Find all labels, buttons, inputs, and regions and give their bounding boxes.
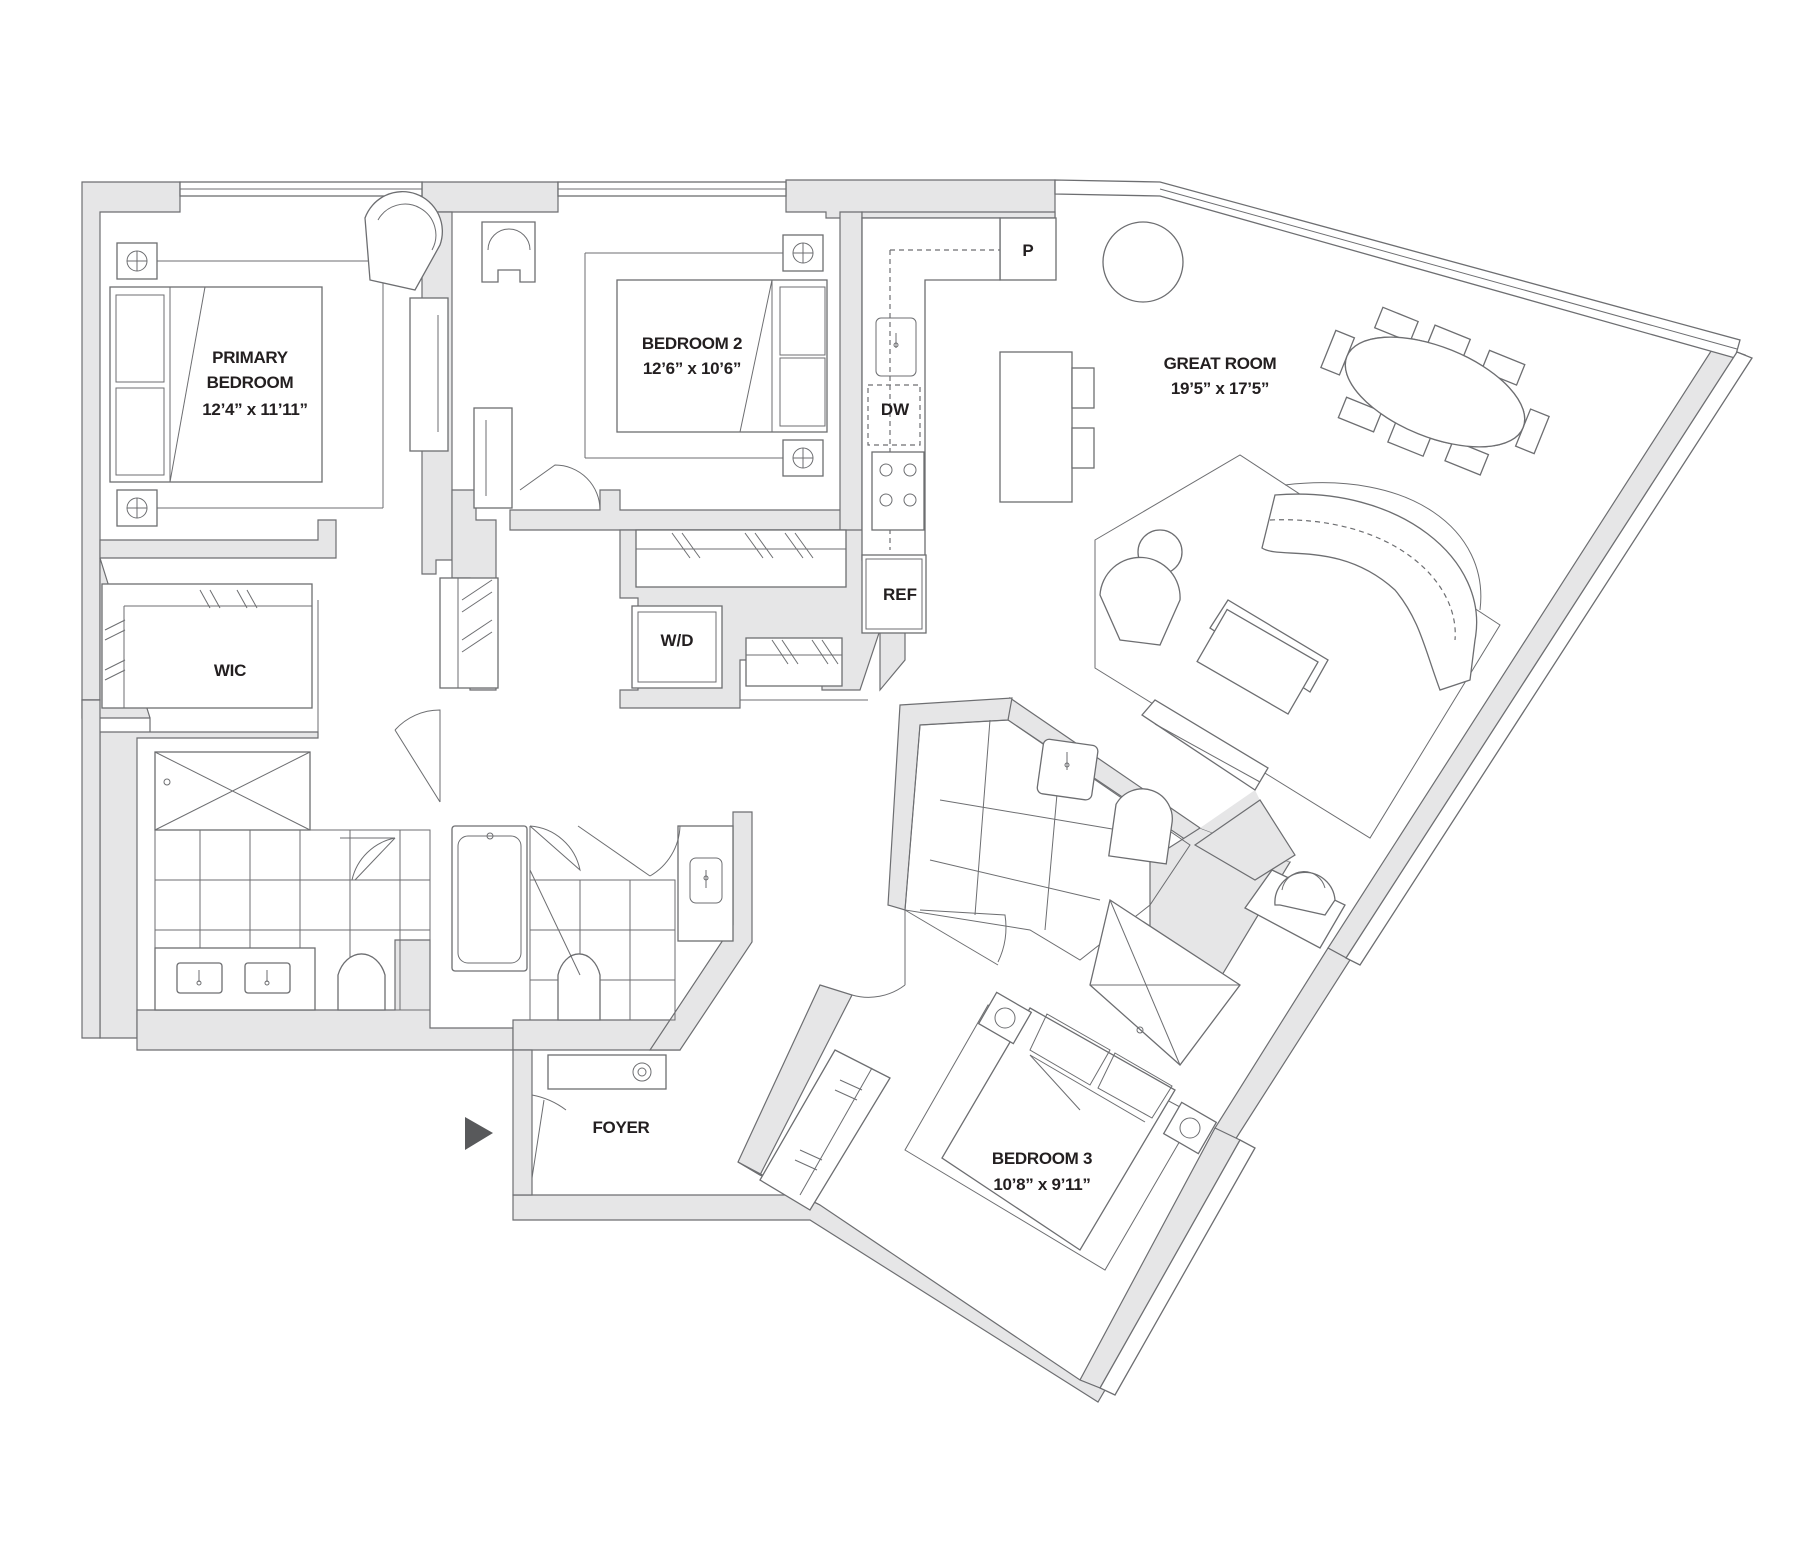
- bath-2: [451, 825, 734, 1021]
- great-room-size: 19’5” x 17’5”: [1171, 379, 1269, 398]
- bath-3: [904, 719, 1241, 1066]
- refrigerator-label: REF: [883, 585, 917, 604]
- primary-bedroom-name-line2: BEDROOM: [207, 373, 294, 392]
- room-labels: PRIMARY BEDROOM 12’4” x 11’11” BEDROOM 2…: [202, 241, 1277, 1194]
- bedroom-3-furniture: [759, 910, 1218, 1271]
- primary-bedroom-size: 12’4” x 11’11”: [202, 400, 307, 419]
- windows: [179, 179, 1753, 1396]
- pantry-label: P: [1022, 241, 1033, 260]
- entry-arrow-icon: [465, 1117, 493, 1150]
- wic-name: WIC: [214, 661, 246, 680]
- primary-bedroom-name-line1: PRIMARY: [212, 348, 289, 367]
- foyer-name: FOYER: [592, 1118, 649, 1137]
- dishwasher-label: DW: [881, 400, 910, 419]
- wic-shelving: [101, 583, 319, 732]
- primary-bedroom-furniture: [109, 191, 449, 527]
- great-room-name: GREAT ROOM: [1164, 354, 1277, 373]
- great-room-furniture: [1094, 306, 1550, 949]
- bedroom-2-size: 12’6” x 10’6”: [643, 359, 741, 378]
- hall-closet: [394, 577, 499, 803]
- washer-dryer-label: W/D: [660, 631, 693, 650]
- kitchen: [861, 217, 1184, 634]
- foyer-fixtures: [531, 1054, 667, 1179]
- bedroom-2-name: BEDROOM 2: [642, 334, 742, 353]
- bedroom-3-name: BEDROOM 3: [992, 1149, 1092, 1168]
- bedroom-2-furniture: [473, 221, 847, 588]
- bedroom-3-size: 10’8” x 9’11”: [993, 1175, 1090, 1194]
- primary-bath: [154, 751, 431, 1011]
- laundry: [631, 605, 868, 701]
